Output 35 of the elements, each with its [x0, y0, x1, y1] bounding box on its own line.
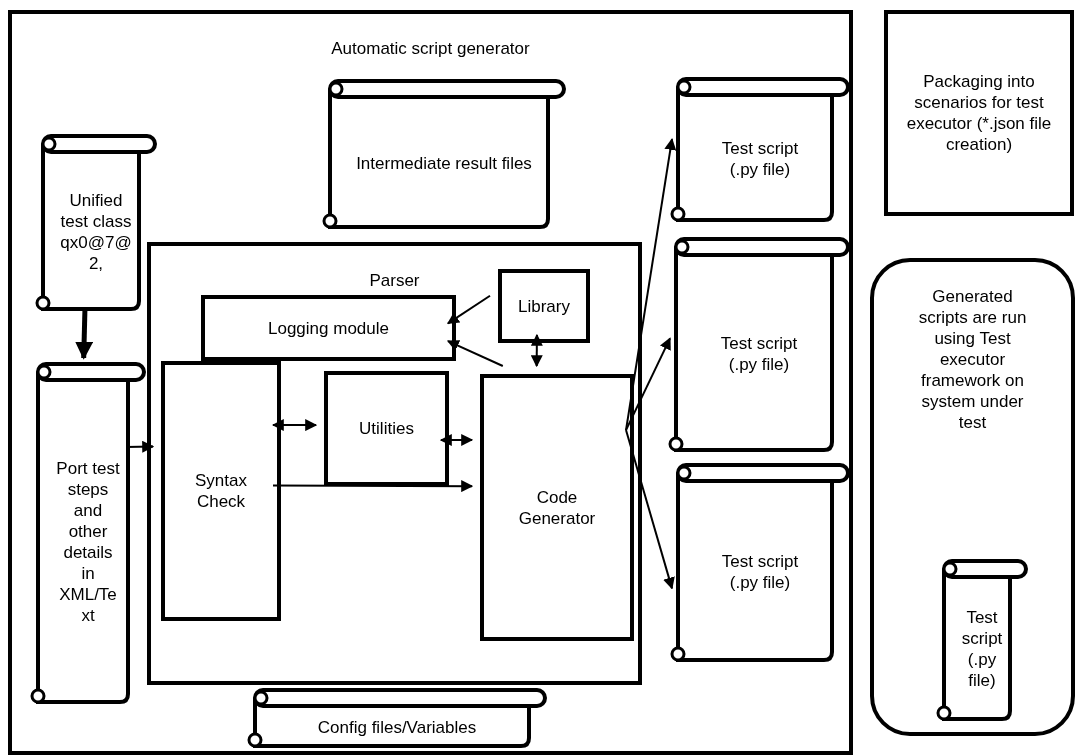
- node-label: Logging module: [268, 317, 389, 339]
- node-label: Automatic script generator: [331, 38, 530, 59]
- node-label: Syntax Check: [194, 470, 248, 512]
- node-label: Packaging into scenarios for test executor (*.json file creation): [905, 71, 1053, 155]
- arrow: [446, 340, 504, 367]
- arrow: [272, 480, 474, 493]
- node-label: Test script (.py file): [960, 607, 1004, 691]
- parser-box: [147, 242, 642, 685]
- module-box: [324, 371, 449, 486]
- node-label: Parser: [369, 270, 420, 291]
- arrow: [625, 429, 675, 590]
- node-label: Test script (.py file): [720, 137, 800, 180]
- arrow: [625, 337, 671, 432]
- node-label: Generated scripts are run using Test executor framework on system under test: [917, 286, 1028, 433]
- node-label: Intermediate result files: [356, 152, 532, 174]
- module-box: [480, 374, 634, 641]
- node-label: Test script (.py file): [719, 332, 799, 375]
- node-label: Library: [518, 295, 570, 317]
- module-box: [498, 269, 590, 343]
- arrow: [530, 333, 543, 368]
- note-box: [870, 258, 1075, 736]
- node-label: Unified test class qx0@7@2,: [60, 189, 132, 274]
- module-box: [201, 295, 456, 361]
- arrow: [439, 434, 474, 446]
- note-box: [884, 10, 1074, 216]
- node-label: Code Generator: [517, 486, 597, 529]
- node-label: Port test steps and other details in XML/Text: [55, 458, 121, 626]
- node-label: Utilities: [359, 418, 414, 439]
- node-label: Test script (.py file): [720, 550, 800, 593]
- arrow: [447, 294, 491, 325]
- module-box: [161, 361, 281, 621]
- container-box: [8, 10, 853, 755]
- arrow: [271, 419, 318, 432]
- arrow: [625, 137, 677, 432]
- node-label: Config files/Variables: [317, 716, 477, 738]
